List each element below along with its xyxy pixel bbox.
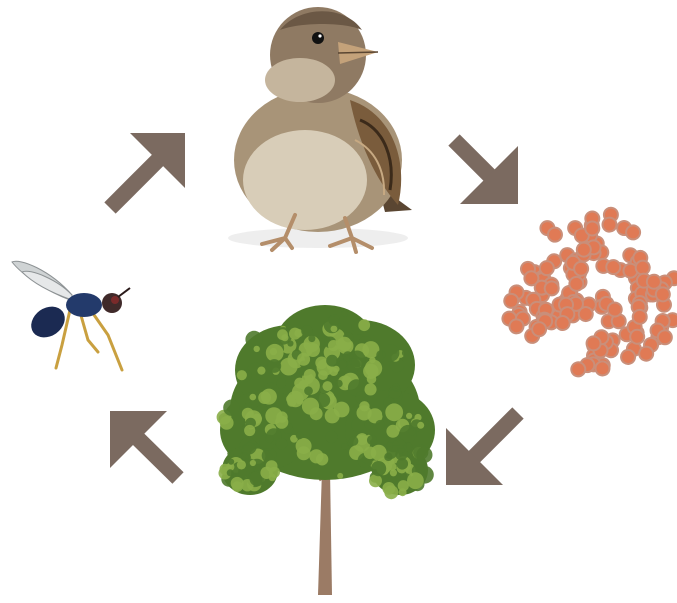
bacterium: [615, 219, 643, 242]
wasp-icon: [12, 261, 130, 370]
bacterium: [631, 299, 647, 324]
bacterium: [636, 273, 661, 289]
arrow-tree-to-insect: [110, 411, 178, 478]
arrow-bacteria-to-tree: [446, 413, 518, 485]
tree-icon: [217, 305, 435, 595]
arrow-bird-to-bacteria: [454, 140, 518, 204]
bacterium: [534, 280, 559, 296]
bacterium: [585, 212, 599, 236]
sparrow-icon: [228, 7, 412, 252]
bacterium: [538, 218, 565, 244]
bacteria-cluster-icon: [500, 207, 677, 379]
bacterium: [596, 258, 622, 275]
arrow-insect-to-bird: [110, 133, 185, 208]
bacterium: [602, 207, 619, 233]
bacterium: [569, 356, 597, 379]
